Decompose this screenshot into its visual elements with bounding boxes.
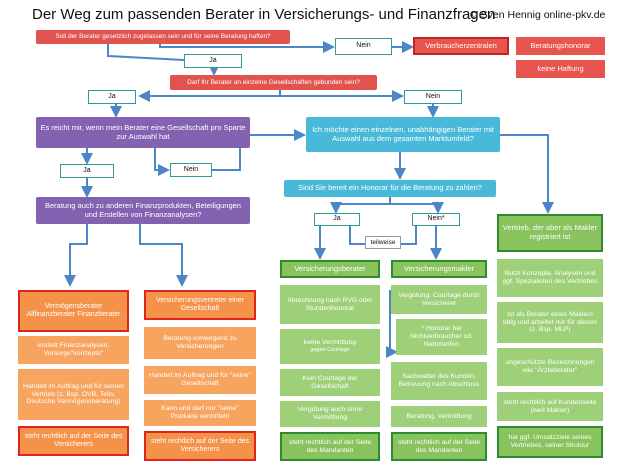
versicherungsmakler-item-beratung: Beratung, Vermittlung [391,406,487,427]
question-independent-advisor: Ich möchte einen einzelnen, unabhängigen… [306,117,500,152]
vertrieb-makler-item-berater: Ist als Berater eines Maklers tätig und … [497,302,603,343]
answer-q1-ja: Ja [184,54,242,68]
versicherungsvertreter-head: Versicherungsvertreter einer Gesellschaf… [144,290,256,320]
versicherungsvertreter-item-beratung: Beratung vorwiegend zu Versicherungen [144,327,256,359]
answer-teilweise: teilweise [365,236,401,249]
vertrieb-makler-foot: hat ggf. Umsatzziele seines Vertriebes, … [497,426,603,458]
answer-q3-nein: Nein [170,163,212,177]
versicherungsmakler-item-verguetung: Vergütung: Courtage durch Versicherer [391,285,487,314]
answer-q3-ja: Ja [60,164,114,178]
answer-q1-nein: Nein [335,38,392,55]
versicherungsvertreter-item-produkte: Kann und darf nur "seine" Produkte vermi… [144,400,256,426]
page-title: Der Weg zum passenden Berater in Versich… [32,6,496,23]
versicherungsberater-item-verguetung: Vergütung auch ohne Vermittlung [280,401,380,427]
vermoegensberater-foot: steht rechtlich auf der Seite des Versic… [18,426,129,456]
vermoegensberater-item-analysen: erstellt Finanzanalysen, Vorsorge"konzep… [18,336,129,364]
answer-q2-ja: Ja [88,90,136,104]
vertrieb-makler-item-kundenseite: steht rechtlich auf Kundenseite (weil Ma… [497,392,603,421]
keine-vermittlung-text: keine Vermittlung [303,339,357,347]
copyright-notice: © Sven Hennig online-pkv.de [470,9,606,21]
vermoegensberater-item-auftrag: Handelt im Auftrag und für seinen Vertri… [18,369,129,420]
versicherungsvertreter-item-auftrag: Handelt im Auftrag und für "seine" Gesel… [144,366,256,394]
question-pay-fee: Sind Sie bereit ein Honorar für die Bera… [284,180,496,197]
versicherungsvertreter-foot: steht rechtlich auf der Seite des Versic… [144,431,256,461]
vertrieb-makler-item-bezeichnungen: ungeschützte Bezeichnungen wie "Ärzteber… [497,348,603,386]
beratungshonorar-box: Beratungshonorar [516,37,605,55]
answer-q6-nein: Nein* [412,213,460,226]
keine-haftung-box: keine Haftung [516,60,605,78]
versicherungsberater-foot: steht rechtlich auf der Seite des Mandan… [280,432,380,461]
versicherungsmakler-foot: steht rechtlich auf der Seite des Mandan… [391,432,487,461]
question-bound-to-companies: Darf Ihr Berater an einzelne Gesellschaf… [170,75,377,90]
question-other-finance-products: Beratung auch zu anderen Finanzprodukten… [36,197,250,224]
versicherungsmakler-item-sachwalter: Sachwalter des Kunden, Betreuung nach Ab… [391,362,487,400]
gegen-courtage-text: gegen Courtage [310,347,350,354]
versicherungsberater-item-abrechnung: Abrechnung nach RVG oder Stundenhonorar [280,285,380,324]
question-legal-liability: Soll der Berater gesetzlich zugelassen s… [36,30,290,44]
vertrieb-makler-item-konzepte: Nutzt Konzepte, Analysen und ggf. Spezia… [497,259,603,297]
versicherungsberater-item-vermittlung: keine Vermittlung gegen Courtage [280,329,380,364]
versicherungsberater-head: Versicherungsberater [280,260,380,278]
question-one-company-per-line: Es reicht mir, wenn mein Berater eine Ge… [36,117,250,148]
answer-q6-ja: Ja [314,213,360,226]
versicherungsmakler-item-honorar: * Honorar bei Nichtverbraucher od. Netto… [396,319,487,355]
verbraucherzentralen-box: Verbraucherzentralen [413,37,509,55]
vermoegensberater-head: Vermögensberater Allfinanzberater Finanz… [18,290,129,332]
versicherungsmakler-head: Versicherungsmakler [391,260,487,278]
versicherungsberater-item-courtage: Kein Courtage der Gesellschaft [280,369,380,396]
answer-q2-nein: Nein [404,90,462,104]
vertrieb-makler-head: Vertrieb, der aber als Makler registrier… [497,214,603,252]
